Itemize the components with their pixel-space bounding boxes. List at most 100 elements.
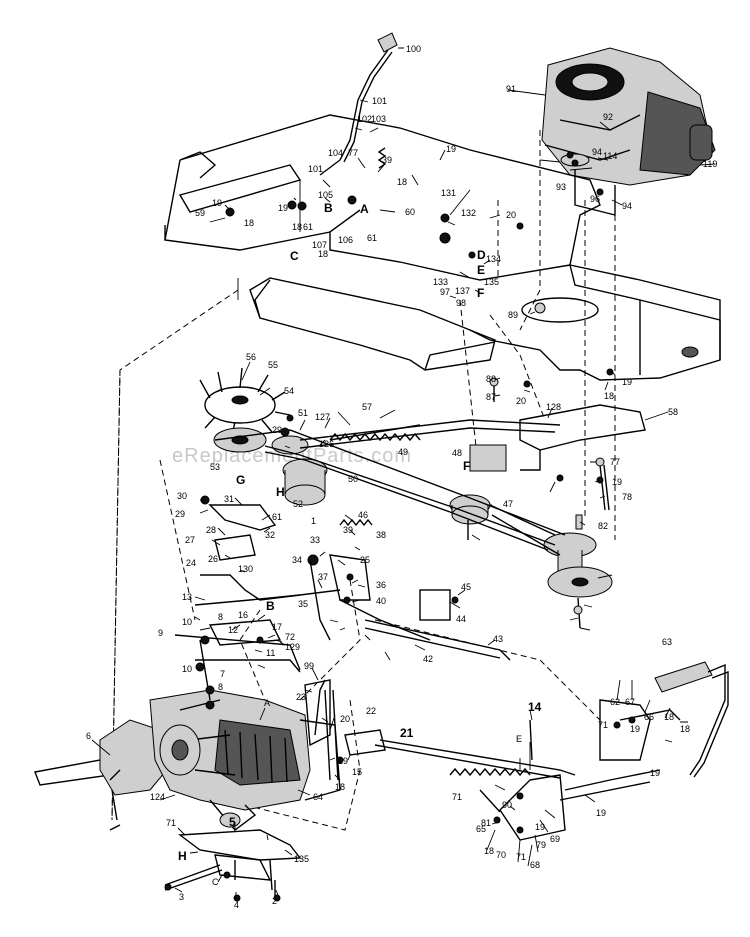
part-label: 135 — [484, 277, 499, 287]
part-label: 2 — [272, 896, 277, 906]
part-label: 77 — [610, 457, 620, 467]
part-label: 93 — [556, 182, 566, 192]
part-label: 62 — [610, 697, 620, 707]
part-label: 61 — [272, 512, 282, 522]
part-label: 96 — [590, 194, 600, 204]
chassis-frame — [164, 114, 721, 381]
part-label: 100 — [406, 44, 421, 54]
part-label: H — [178, 849, 187, 863]
part-label: 22 — [366, 706, 376, 716]
part-label: 13 — [182, 592, 192, 602]
part-label: 1 — [311, 516, 316, 526]
part-label: 87 — [486, 392, 496, 402]
part-label: F — [463, 459, 470, 473]
part-label: 29 — [175, 509, 185, 519]
part-label: 127 — [315, 412, 330, 422]
part-label: 71 — [598, 720, 608, 730]
part-label: 11 — [266, 648, 275, 658]
part-label: 132 — [461, 208, 476, 218]
springs — [329, 147, 531, 777]
part-label: 60 — [405, 207, 415, 217]
part-label: 124 — [150, 792, 165, 802]
part-label: 29 — [272, 425, 282, 435]
part-label: 20 — [506, 210, 516, 220]
part-label: 20 — [340, 714, 350, 724]
part-label: 10 — [182, 664, 192, 674]
part-label: 82 — [598, 521, 608, 531]
part-label: E — [477, 263, 485, 277]
part-label: 45 — [461, 582, 471, 592]
part-label: 28 — [206, 525, 216, 535]
part-label: 8 — [218, 682, 223, 692]
part-label: 42 — [423, 654, 433, 664]
part-label: 19 — [630, 724, 640, 734]
part-label: 18 — [604, 391, 614, 401]
part-label: 5 — [229, 815, 236, 829]
part-label: 77 — [348, 148, 358, 158]
leader-lines — [91, 47, 716, 900]
part-label: 126 — [319, 439, 334, 449]
part-label: 101 — [308, 164, 323, 174]
part-label: 114 — [603, 151, 617, 161]
part-label: 37 — [318, 572, 328, 582]
part-label: 36 — [376, 580, 386, 590]
part-label: 18 — [318, 249, 328, 259]
part-label: C — [212, 877, 219, 887]
part-label: 69 — [550, 834, 560, 844]
part-label: 20 — [516, 396, 526, 406]
part-label: 98 — [456, 298, 466, 308]
part-label: 7 — [220, 669, 225, 679]
brake-pedal-linkage — [479, 661, 729, 841]
part-label: 61 — [303, 222, 313, 232]
part-label: 97 — [440, 287, 450, 297]
part-label: 9 — [158, 628, 163, 638]
part-label: 103 — [371, 114, 386, 124]
part-label: 35 — [298, 599, 308, 609]
part-label: 81 — [481, 818, 491, 828]
part-label: 25 — [360, 555, 370, 565]
part-label: 30 — [177, 491, 187, 501]
part-label: 17 — [272, 622, 282, 632]
part-label: 19 — [338, 756, 348, 766]
part-label: 101 — [372, 96, 387, 106]
part-label: 3 — [179, 892, 184, 902]
part-label: 90 — [502, 800, 512, 810]
part-label: 131 — [441, 188, 456, 198]
idler-bracket — [469, 404, 646, 472]
part-label: 102 — [357, 114, 372, 124]
part-label: 49 — [398, 447, 408, 457]
part-label: 18 — [484, 846, 494, 856]
part-label: 19 — [612, 477, 622, 487]
part-label: C — [290, 249, 299, 263]
part-label: 32 — [265, 530, 275, 540]
transaxle — [34, 639, 341, 831]
part-label: B — [266, 599, 275, 613]
part-label: 19 — [596, 808, 606, 818]
linkage-brackets — [174, 504, 576, 781]
part-label: 71 — [516, 852, 526, 862]
part-label: 70 — [496, 850, 506, 860]
bottom-brackets — [164, 829, 302, 898]
part-label: 21 — [400, 726, 414, 740]
part-label: 23 — [296, 692, 306, 702]
part-label: 12 — [228, 625, 238, 635]
part-label: 48 — [452, 448, 462, 458]
part-label: 104 — [328, 148, 343, 158]
part-label: 10 — [182, 617, 192, 627]
part-label: 39 — [382, 155, 392, 165]
part-label: 58 — [668, 407, 678, 417]
part-label: 19 — [535, 822, 545, 832]
part-label: 18 — [680, 724, 690, 734]
part-label: 67 — [625, 697, 635, 707]
part-label: 92 — [603, 112, 613, 122]
part-label: 68 — [530, 860, 540, 870]
control-lever — [319, 32, 398, 176]
part-label: 8 — [218, 612, 223, 622]
part-label: 137 — [455, 286, 470, 296]
part-label: 19 — [446, 144, 456, 154]
part-label: 88 — [486, 374, 496, 384]
part-label: 91 — [506, 84, 516, 94]
part-label: 71 — [166, 818, 176, 828]
part-label: 134 — [486, 254, 501, 264]
